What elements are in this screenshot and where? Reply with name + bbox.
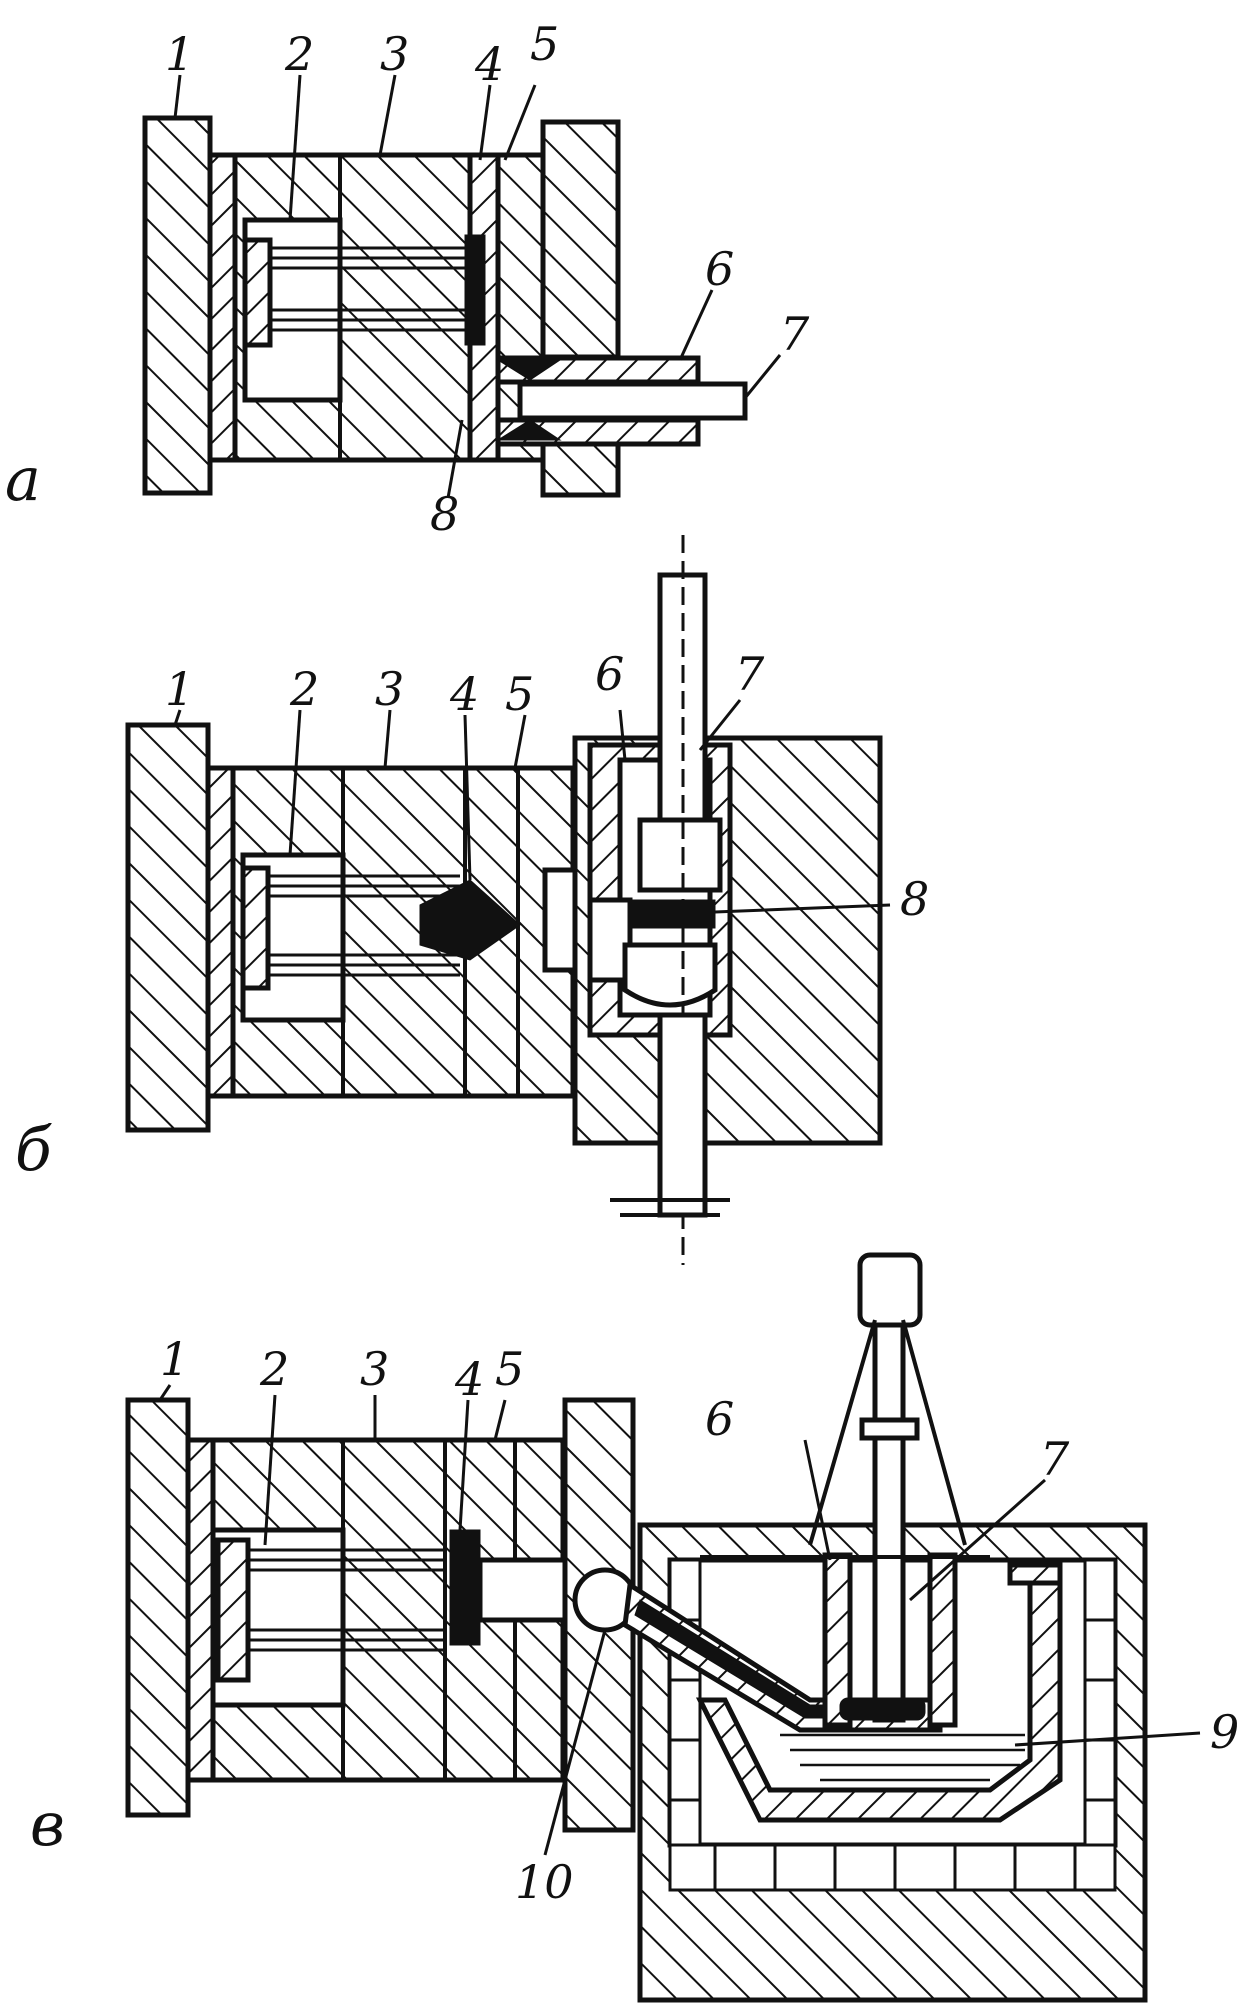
callout-1-b: 1 [165,662,194,716]
casting-b [419,879,521,961]
callout-5-b: 5 [505,667,534,721]
fixed-plate-a [142,115,213,496]
casting-c [449,1529,481,1646]
pressure-cylinder-6-right [927,1552,958,1728]
upper-plunger-head-b [637,817,723,893]
ejector-pins-c [248,1548,445,1652]
plunger-rod-7 [872,1297,906,1723]
plunger-collar [859,1417,920,1441]
callout-6-b: 6 [595,647,624,701]
callout-2-a: 2 [284,27,314,81]
ejector-pins-a [270,246,470,332]
view-label-b: б [15,1115,52,1185]
ejector-backing-a [207,152,238,463]
metal-charge-a [496,359,562,381]
callout-6-c: 6 [705,1392,734,1446]
ejector-plate-a [242,237,273,348]
plunger-tip [839,1697,926,1721]
callout-lines-c [158,1384,1201,1856]
gate-c [477,1557,573,1623]
callout-10-c: 10 [515,1855,574,1909]
ejector-plate-c [215,1537,251,1683]
callout-4-c: 4 [454,1352,484,1406]
view-b: 1 2 3 4 5 6 7 8 б [15,535,929,1265]
pressure-cylinder-6 [822,1552,853,1728]
ejector-backing-b [205,765,236,1099]
callout-9-c: 9 [1210,1705,1239,1759]
callout-8-b: 8 [900,872,929,926]
furnace-lid [1007,1562,1063,1586]
callout-7-c: 7 [1040,1432,1070,1486]
view-label-c: в [30,1790,65,1860]
crucible [695,1557,1063,1823]
callout-4-a: 4 [474,37,504,91]
callout-lines-b [173,699,891,914]
callout-1-c: 1 [160,1332,189,1386]
callout-3-a: 3 [380,27,409,81]
lower-rod-b [657,1012,708,1218]
stationary-plate-a [540,119,621,360]
callout-7-b: 7 [735,647,765,701]
molten-metal-9 [780,1733,1025,1782]
metal-charge-b [629,899,716,929]
fixed-plate-c [125,1397,191,1818]
callout-7-a: 7 [780,307,810,361]
casting-a [464,234,486,346]
view-label-a: а [5,445,41,515]
callout-1-a: 1 [165,27,194,81]
plunger-drive-head [857,1252,923,1328]
ejector-plate-b [240,865,271,991]
callout-lines-a [173,74,782,499]
view-a: 1 2 3 4 5 6 7 8 а [5,17,810,541]
view-c: 1 2 3 4 5 6 7 9 10 в [30,1252,1239,2003]
furnace-brick-lining [668,1558,1117,1892]
callout-4-b: 4 [449,667,479,721]
callout-8-a: 8 [430,487,459,541]
callout-3-b: 3 [375,662,404,716]
callout-6-a: 6 [705,242,734,296]
ejector-pins-b [268,874,460,977]
ejector-backing-c [185,1437,216,1783]
callout-3-c: 3 [360,1342,389,1396]
plunger-a [517,381,748,421]
lower-piston-b [622,942,718,1008]
fixed-plate-b [125,722,211,1133]
callout-5-a: 5 [530,17,559,71]
callout-5-c: 5 [495,1342,524,1396]
callout-2-c: 2 [259,1342,289,1396]
callout-2-b: 2 [289,662,319,716]
sprue-passage-b [587,897,633,983]
